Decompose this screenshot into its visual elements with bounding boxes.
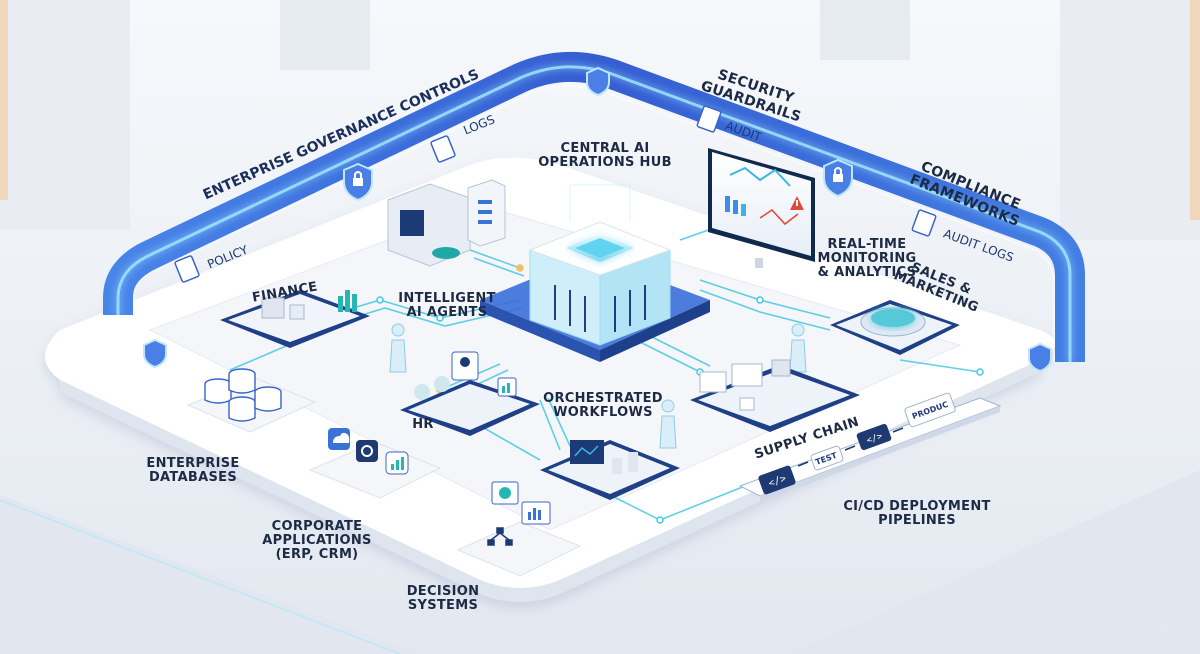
sparkle-icon: ✦ <box>1152 612 1174 642</box>
cicd-pipeline: </> </> <box>738 392 1002 502</box>
sales-marketing-node <box>830 300 960 355</box>
workflows-node <box>540 440 680 500</box>
shield-lock-icon <box>143 338 167 369</box>
central-hub-node <box>480 184 710 362</box>
code-icon: </> <box>856 423 892 451</box>
code-icon: </> <box>758 465 796 495</box>
server-rack <box>387 179 506 267</box>
shield-lock-icon <box>343 162 373 202</box>
finance-node <box>220 290 370 348</box>
warning-icon <box>790 196 804 210</box>
wall-panel-right <box>1060 0 1200 240</box>
decision-systems-node <box>456 481 582 577</box>
supply-chain-node <box>690 359 860 432</box>
shield-lock-icon <box>823 158 853 198</box>
connection-lines <box>229 225 981 521</box>
cloud-icon <box>328 428 350 450</box>
ai-agent-figure <box>389 323 807 449</box>
shield-lock-icon <box>1028 342 1052 373</box>
shield-lock-icon <box>586 66 610 97</box>
hr-label: HR <box>412 417 434 432</box>
gear-icon <box>356 440 378 462</box>
chart-icon <box>385 451 409 475</box>
document-icon <box>174 105 937 283</box>
wall-panel-left <box>0 0 130 230</box>
hr-node <box>400 351 540 436</box>
governance-rail <box>103 51 1085 362</box>
database-node <box>186 368 317 433</box>
monitoring-dashboard <box>708 148 815 268</box>
corporate-apps-node <box>308 428 442 499</box>
